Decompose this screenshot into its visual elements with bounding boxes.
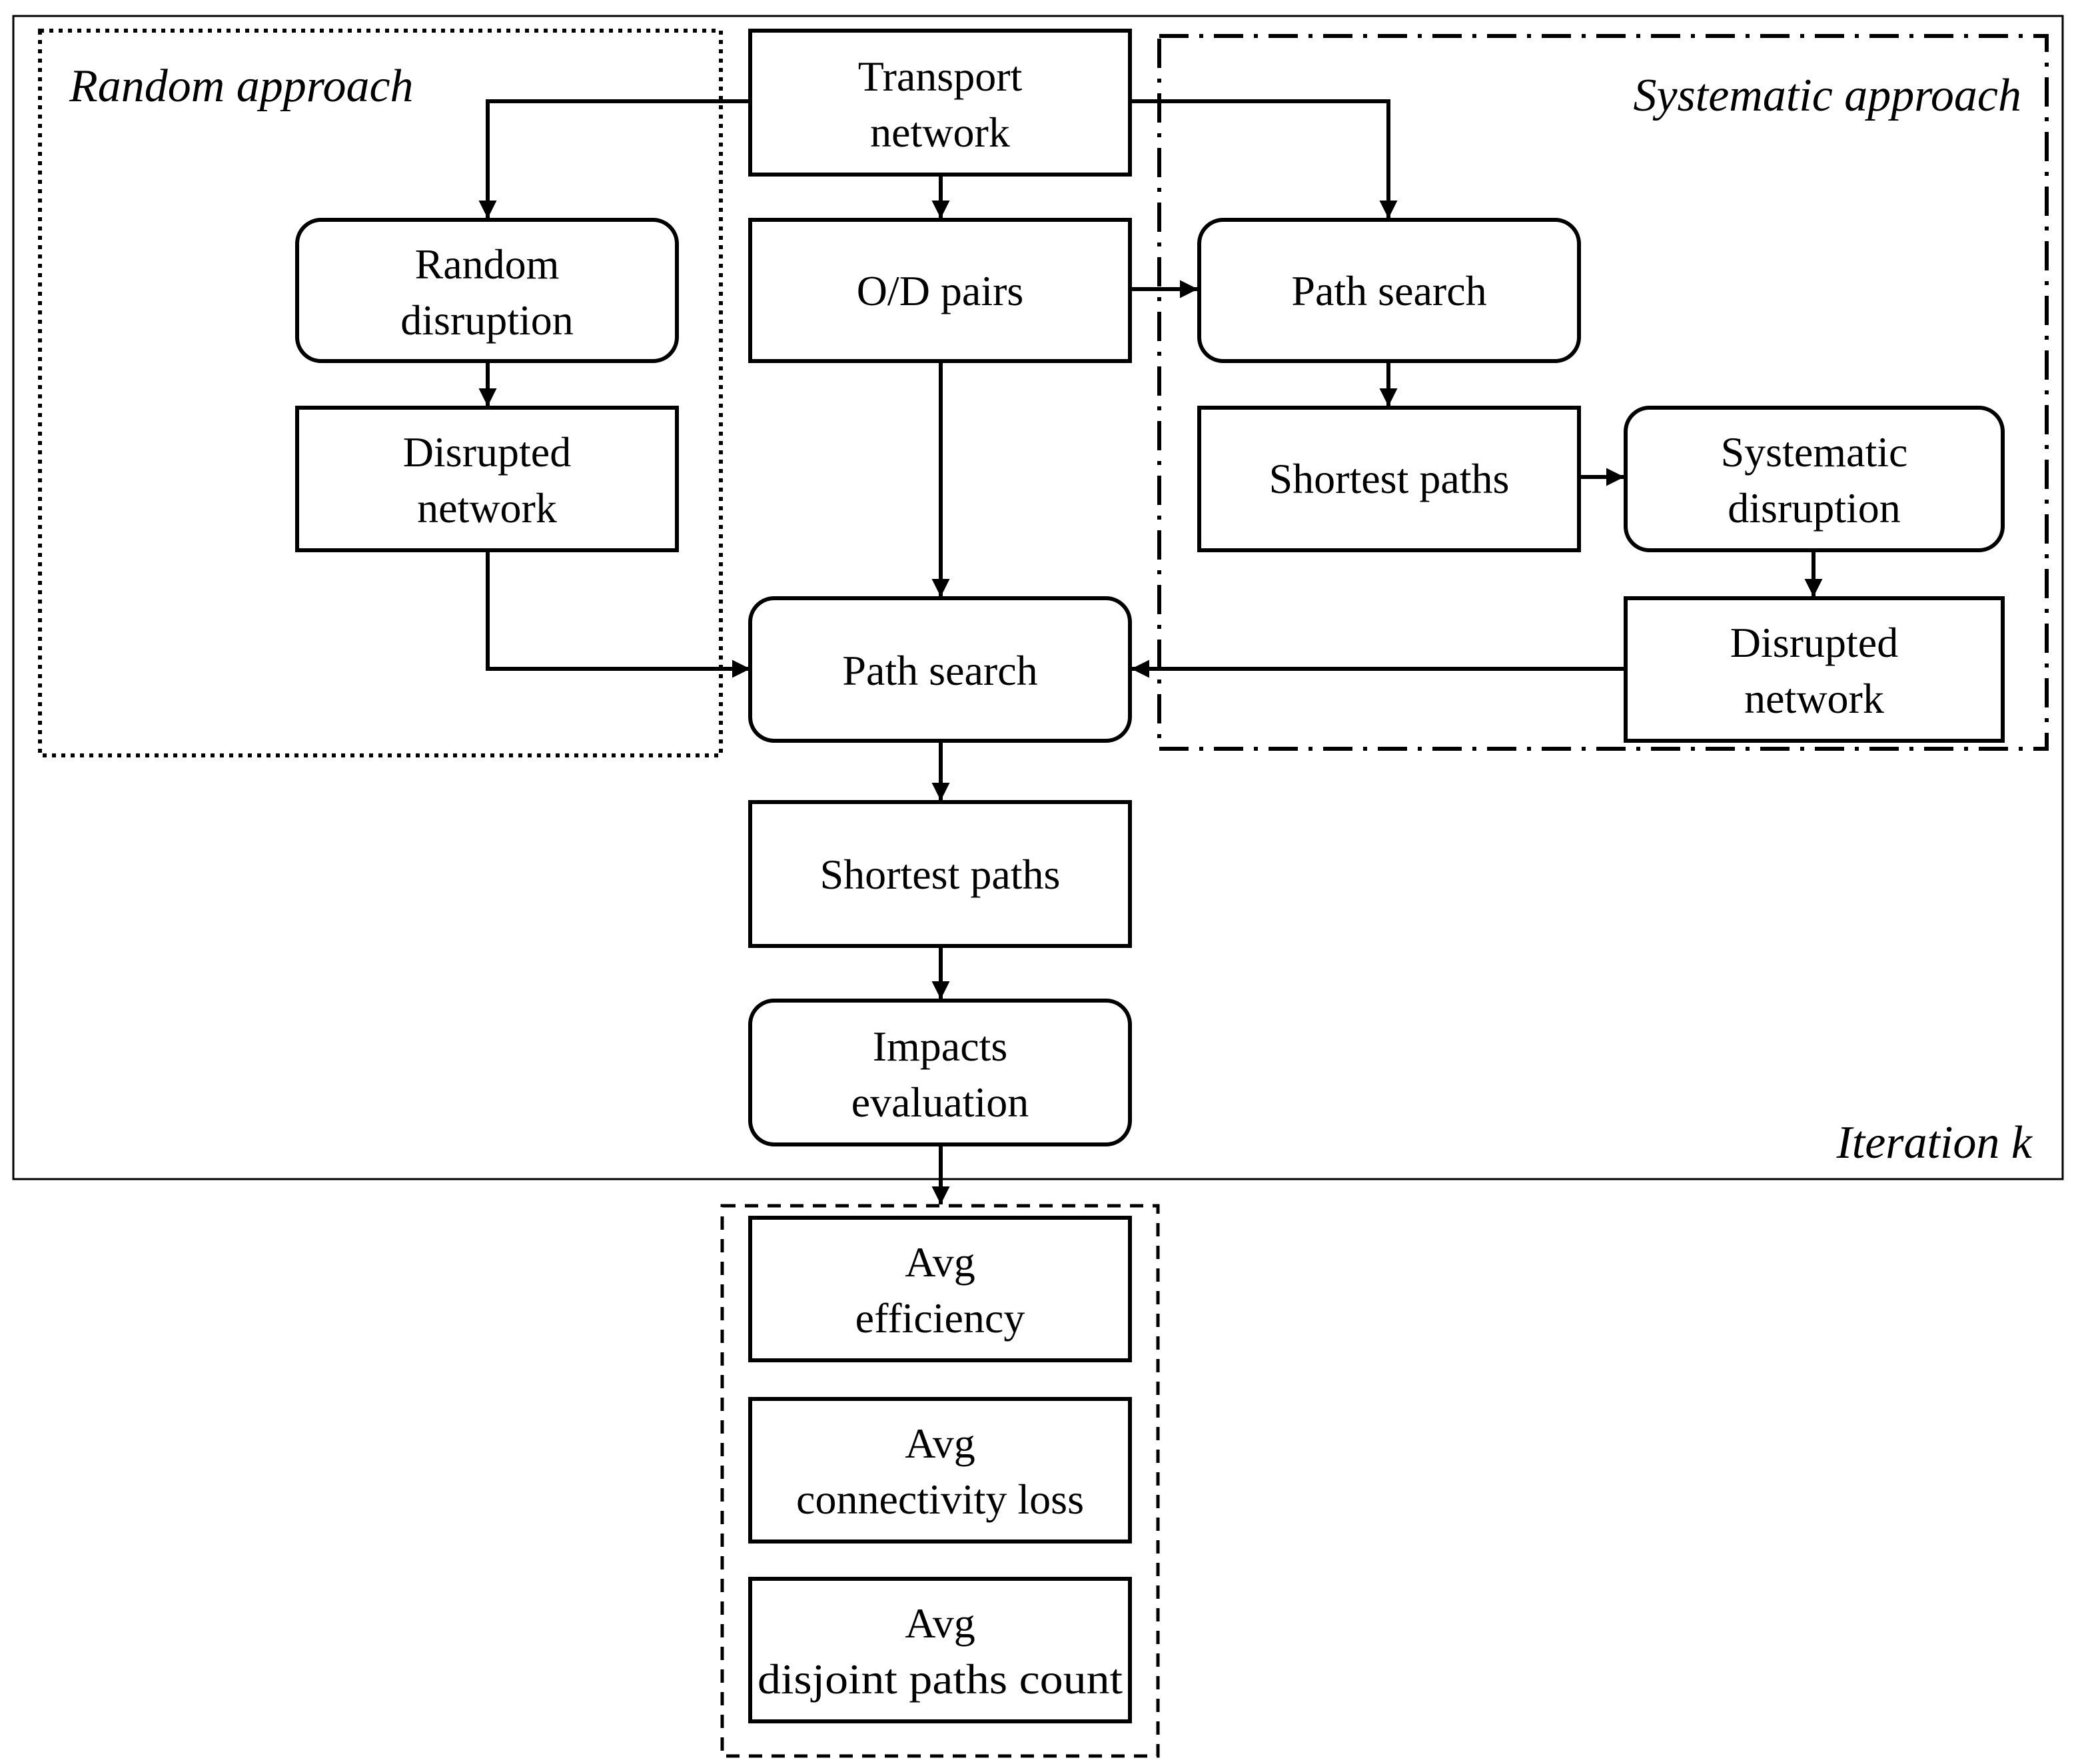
node-avg-disjoint-paths-count: Avg disjoint paths count: [748, 1577, 1132, 1723]
random-approach-label: Random approach: [69, 61, 414, 112]
node-transport-network-line-1: Transport: [858, 53, 1023, 100]
node-avg-connectivity-loss: Avg connectivity loss: [748, 1397, 1132, 1543]
random-approach-region: [38, 29, 723, 757]
node-avg-disjoint-paths-count-line-1: Avg: [905, 1599, 975, 1647]
iteration-frame: [12, 15, 2064, 1180]
node-path-search-main: Path search: [748, 596, 1132, 743]
node-disrupted-network-random: Disrupted network: [295, 406, 679, 552]
node-od-pairs-label: O/D pairs: [857, 267, 1024, 314]
node-disrupted-network-random-line-2: network: [417, 484, 557, 532]
systematic-approach-region: [1157, 34, 2049, 751]
node-disrupted-network-random-line-1: Disrupted: [403, 428, 571, 476]
edges: [478, 99, 1823, 1204]
node-avg-efficiency-line-1: Avg: [905, 1238, 975, 1286]
node-impacts-evaluation-line-1: Impacts: [873, 1023, 1008, 1070]
node-shortest-paths-main-label: Shortest paths: [820, 851, 1061, 898]
edge-transport-to-path-search-sys: [1130, 99, 1398, 219]
node-avg-connectivity-loss-line-1: Avg: [905, 1420, 975, 1467]
node-impacts-evaluation: Impacts evaluation: [748, 999, 1132, 1146]
node-path-search-systematic-label: Path search: [1291, 267, 1486, 314]
node-systematic-disruption: Systematic disruption: [1624, 406, 2005, 552]
edge-disrupted-random-to-path-search: [486, 550, 750, 678]
node-avg-connectivity-loss-line-2: connectivity loss: [796, 1476, 1084, 1523]
node-avg-disjoint-paths-count-line-2: disjoint paths count: [758, 1655, 1123, 1703]
node-avg-efficiency-line-2: efficiency: [855, 1294, 1025, 1342]
node-disrupted-network-systematic: Disrupted network: [1624, 596, 2005, 743]
node-transport-network-line-2: network: [870, 109, 1010, 156]
outputs-region: [720, 1204, 1160, 1758]
node-avg-efficiency: Avg efficiency: [748, 1216, 1132, 1362]
node-disrupted-network-systematic-line-2: network: [1744, 675, 1884, 722]
node-impacts-evaluation-line-2: evaluation: [851, 1079, 1029, 1126]
node-shortest-paths-systematic: Shortest paths: [1197, 406, 1581, 552]
node-disrupted-network-systematic-line-1: Disrupted: [1730, 619, 1898, 666]
node-od-pairs: O/D pairs: [748, 218, 1132, 363]
node-path-search-main-label: Path search: [842, 647, 1037, 694]
node-transport-network: Transport network: [748, 29, 1132, 177]
node-random-disruption: Random disruption: [295, 218, 679, 363]
iteration-label: Iteration k: [1835, 1117, 2033, 1168]
node-shortest-paths-systematic-label: Shortest paths: [1269, 455, 1510, 502]
node-random-disruption-line-1: Random: [415, 240, 560, 288]
node-shortest-paths-main: Shortest paths: [748, 800, 1132, 948]
systematic-approach-label: Systematic approach: [1633, 70, 2021, 121]
edge-transport-to-random-disruption: [478, 99, 750, 219]
node-systematic-disruption-line-2: disruption: [1728, 484, 1901, 532]
node-path-search-systematic: Path search: [1197, 218, 1581, 363]
node-systematic-disruption-line-1: Systematic: [1721, 428, 1908, 476]
node-random-disruption-line-2: disruption: [400, 296, 574, 344]
